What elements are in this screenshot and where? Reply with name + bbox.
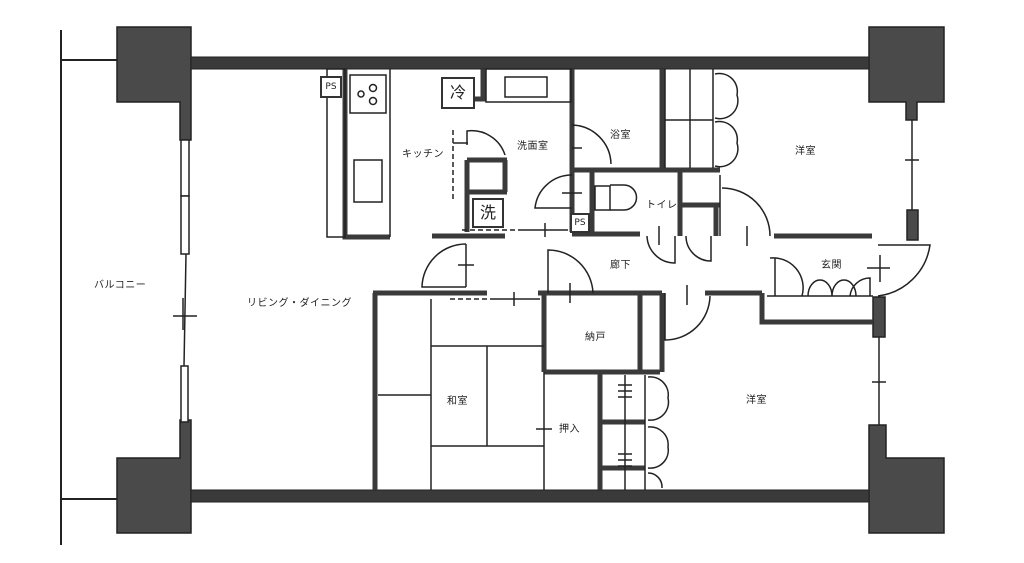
- fixtures-and-doors: [326, 68, 931, 490]
- room-label-toilet: トイレ: [646, 200, 678, 211]
- room-label-washroom: 洗面室: [517, 141, 549, 152]
- room-label-closet: 押入: [559, 424, 580, 435]
- room-label-balcony: バルコニー: [94, 280, 147, 291]
- pipe-space-toilet: PS: [570, 213, 590, 233]
- refrigerator-icon: 冷: [441, 77, 475, 109]
- room-label-kitchen: キッチン: [402, 149, 444, 160]
- interior-walls: [342, 69, 873, 490]
- exterior-walls: [190, 56, 870, 503]
- room-label-hallway: 廊下: [610, 260, 631, 271]
- living-window: [173, 139, 197, 423]
- room-label-entrance: 玄関: [821, 260, 842, 271]
- room-label-japanese-room: 和室: [447, 396, 468, 407]
- pipe-space-kitchen: PS: [320, 76, 342, 98]
- pillars: [116, 26, 945, 534]
- room-label-storage: 納戸: [585, 332, 606, 343]
- room-label-western-room-1: 洋室: [795, 146, 816, 157]
- room-label-bathroom: 浴室: [610, 130, 631, 141]
- room-label-western-room-2: 洋室: [746, 395, 767, 406]
- room-label-living-dining: リビング・ダイニング: [247, 298, 352, 309]
- bedroom-windows: [872, 120, 919, 425]
- washing-machine-icon: 洗: [472, 198, 504, 228]
